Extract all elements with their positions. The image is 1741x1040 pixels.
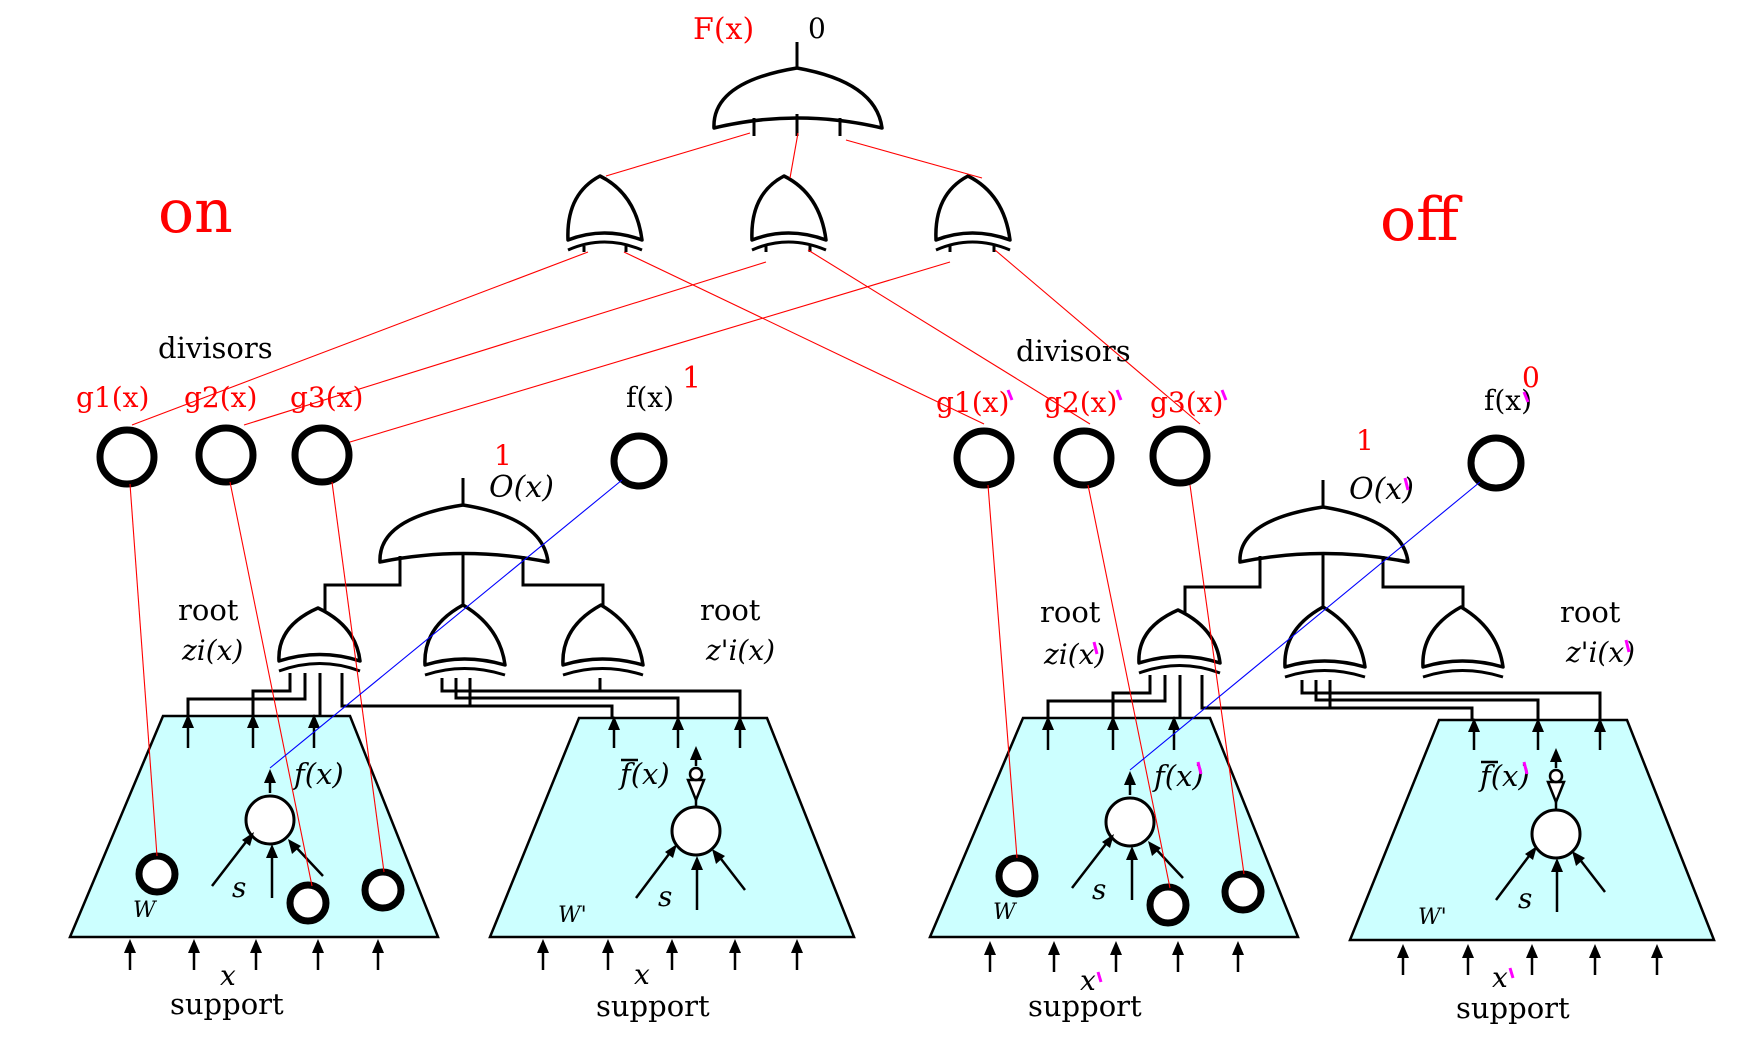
right-o-value: 1	[1356, 424, 1374, 457]
left-inner-fbar-label: f(x)	[618, 757, 670, 791]
left-f-value: 1	[682, 361, 701, 396]
left-inner-node-3	[361, 868, 405, 912]
off-label: off	[1380, 185, 1463, 255]
left-inner-node-2	[286, 881, 330, 925]
left-divisor-label-g2: g2(x)	[184, 381, 257, 414]
top-output-value: 0	[808, 12, 826, 45]
left-root-right-title: root	[700, 593, 761, 627]
right-divisor-node-g2	[1053, 427, 1115, 489]
right-inner-f-label: f(x)	[1152, 759, 1204, 793]
right-neuron-w	[1104, 796, 1156, 848]
right-divisor-label-g1: g1(x)	[936, 386, 1009, 419]
right-divisor-label-g3: g3(x)	[1150, 386, 1223, 419]
right-root-left-title: root	[1040, 595, 1101, 629]
left-xor-1	[277, 606, 362, 673]
left-divisor-label-g3: g3(x)	[290, 381, 363, 414]
left-divisors-title: divisors	[158, 331, 273, 365]
right-support-label-2: support	[1456, 991, 1570, 1025]
left-f-label: f(x)	[626, 381, 674, 414]
left-wprime-label: W'	[558, 903, 587, 928]
right-xor-1	[1137, 608, 1222, 675]
right-xor-2	[1283, 605, 1367, 679]
left-w-label: W	[133, 898, 158, 923]
right-bottom-arrows	[984, 941, 1663, 975]
left-or-gate	[378, 503, 550, 564]
right-support-label-1: support	[1028, 989, 1142, 1023]
top-or-gate	[712, 42, 884, 136]
left-f-node	[610, 432, 668, 490]
on-label: on	[158, 177, 233, 247]
right-divisors-title: divisors	[1016, 334, 1131, 368]
right-wprime-label: W'	[1418, 905, 1447, 930]
left-s-label-2: s	[658, 880, 672, 913]
left-inner-f-label: f(x)	[292, 757, 344, 791]
right-root-left-label: zi(x)	[1043, 638, 1105, 671]
left-divisor-node-g2	[195, 424, 257, 486]
left-root-left-title: root	[178, 593, 239, 627]
right-xor-3	[1421, 605, 1505, 679]
right-root-right-label: z'i(x)	[1565, 636, 1635, 669]
right-o-label: O(x)	[1349, 472, 1414, 507]
right-x-label-1: x	[1080, 964, 1096, 997]
right-inner-node-1	[995, 854, 1039, 898]
left-divisor-node-g1	[96, 426, 158, 488]
left-neuron-wprime	[670, 805, 722, 857]
right-s-label-2: s	[1518, 882, 1532, 915]
right-x-label-2: x	[1492, 961, 1508, 994]
right-or-gate	[1238, 505, 1410, 564]
right-s-label-1: s	[1092, 873, 1106, 906]
right-root-right-title: root	[1560, 595, 1621, 629]
left-root-right-label: z'i(x)	[705, 634, 775, 667]
top-output-label: F(x)	[693, 12, 754, 47]
left-o-value: 1	[494, 439, 512, 472]
left-neuron-w	[244, 794, 296, 846]
right-divisor-node-g1	[953, 427, 1015, 489]
right-neuron-wprime	[1530, 808, 1582, 860]
left-divisor-node-g3	[291, 424, 353, 486]
left-inner-node-1	[135, 852, 179, 896]
left-o-label: O(x)	[489, 470, 554, 505]
right-w-label: W	[993, 900, 1018, 925]
left-bottom-arrows	[124, 939, 803, 970]
left-x-label-2: x	[634, 958, 650, 991]
right-inner-node-2	[1146, 883, 1190, 927]
left-section: divisors g1(x) g2(x) g3(x) f(x) 1 1 O(x)	[68, 331, 856, 1023]
right-f-value: 0	[1522, 361, 1540, 394]
right-divisor-node-g3	[1149, 425, 1211, 487]
xor-gate-3	[934, 174, 1012, 252]
right-section: divisors g1(x) g2(x) g3(x) f(x) 0 1 O(x)	[928, 334, 1716, 1025]
left-divisor-label-g1: g1(x)	[76, 381, 149, 414]
right-inner-fbar-label: f(x)	[1478, 759, 1530, 793]
left-x-label-1: x	[220, 959, 236, 992]
left-s-label-1: s	[232, 871, 246, 904]
left-xor-2	[423, 603, 507, 677]
right-divisor-label-g2: g2(x)	[1044, 386, 1117, 419]
left-support-label-2: support	[596, 989, 710, 1023]
left-root-left-label: zi(x)	[181, 634, 243, 667]
left-support-label-1: support	[170, 987, 284, 1021]
left-xor-3	[561, 603, 645, 677]
right-f-label: f(x)	[1484, 384, 1532, 417]
xor-gate-1	[566, 174, 644, 252]
xor-gate-2	[750, 174, 828, 252]
right-inner-node-3	[1221, 870, 1265, 914]
right-f-node	[1467, 434, 1525, 492]
